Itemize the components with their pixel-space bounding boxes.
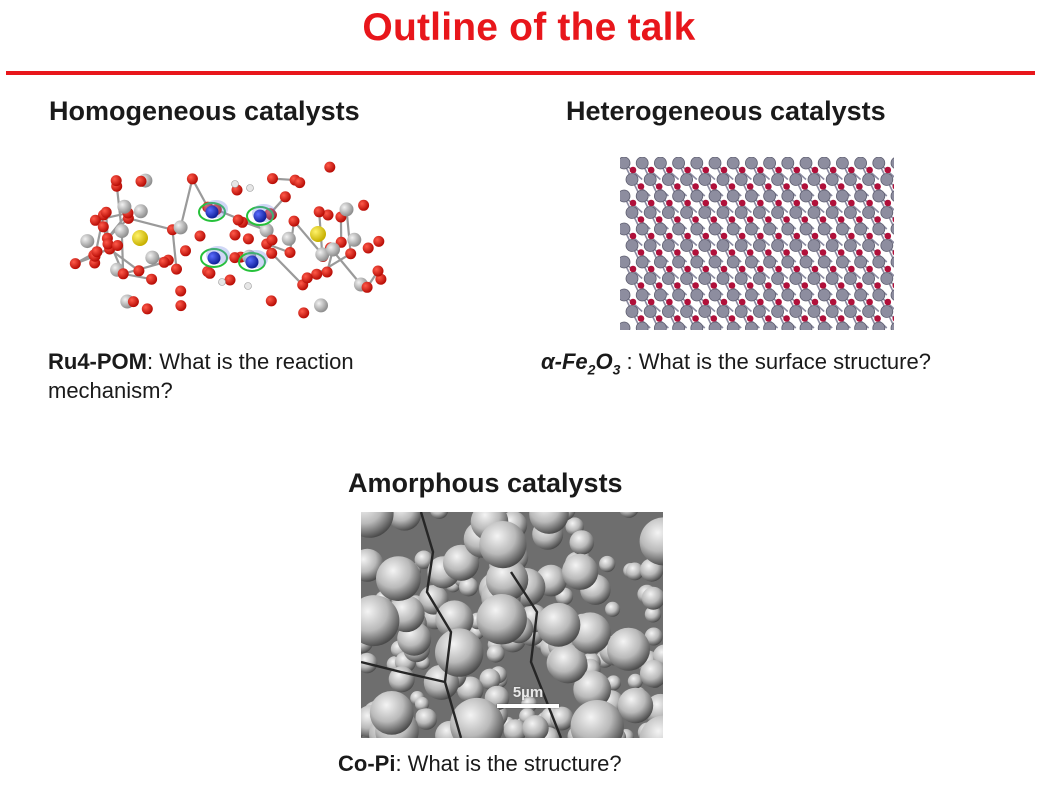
hematite-formula: α-Fe2O3 bbox=[541, 349, 621, 378]
amorphous-caption: Co-Pi: What is the structure? bbox=[338, 749, 622, 778]
heterogeneous-caption: α-Fe2O3 : What is the surface structure? bbox=[541, 347, 931, 384]
hematite-lattice-image bbox=[620, 157, 894, 330]
homogeneous-caption-bold: Ru4-POM bbox=[48, 349, 147, 374]
slide-title: Outline of the talk bbox=[362, 6, 696, 49]
heterogeneous-caption-text: : What is the surface structure? bbox=[620, 349, 931, 374]
co-pi-sem-image bbox=[361, 512, 663, 738]
amorphous-caption-bold: Co-Pi bbox=[338, 751, 396, 776]
heterogeneous-heading: Heterogeneous catalysts bbox=[566, 96, 886, 126]
amorphous-caption-text: : What is the structure? bbox=[395, 751, 622, 776]
homogeneous-caption: Ru4-POM: What is the reaction mechanism? bbox=[48, 347, 448, 405]
amorphous-heading: Amorphous catalysts bbox=[348, 468, 623, 498]
homogeneous-caption-text: : What is the reaction mechanism? bbox=[48, 349, 354, 403]
scale-bar-label: 5µm bbox=[512, 684, 544, 701]
homogeneous-heading: Homogeneous catalysts bbox=[49, 96, 360, 126]
scale-bar: 5µm bbox=[497, 684, 559, 708]
scale-bar-line bbox=[497, 704, 559, 708]
title-divider bbox=[6, 71, 1035, 75]
ru4-pom-molecule-image bbox=[69, 161, 387, 319]
